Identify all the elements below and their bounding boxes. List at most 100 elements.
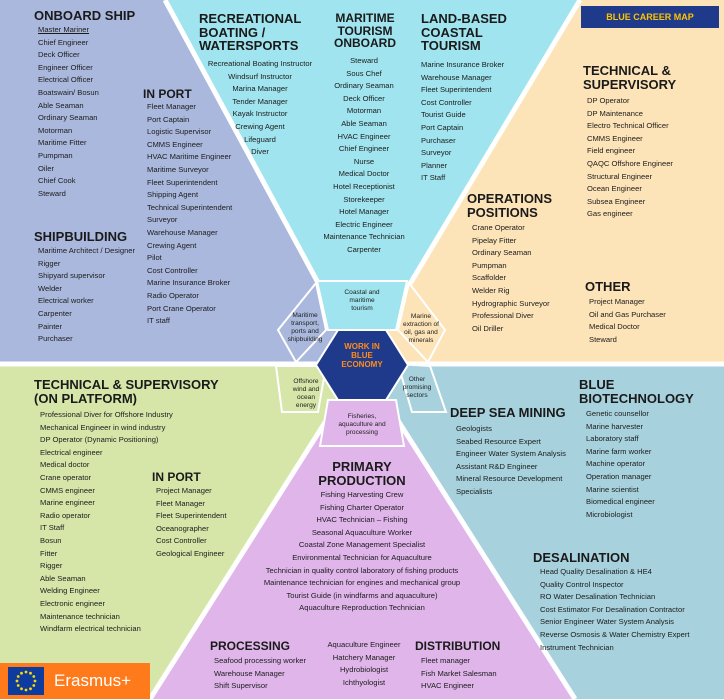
list-item: Hotel Manager [339,207,389,217]
inner-extraction [396,280,447,364]
list-item: Bosun [40,535,62,545]
list-item: Aquaculture Reproduction Technician [299,603,425,613]
list-item: Mechanical Engineer in wind industry [40,422,166,432]
list-item: Electrical worker [38,296,94,306]
list-item: Steward [589,334,617,344]
list-item: Welding Engineer [40,586,100,596]
list-item: Cost Controller [421,97,472,107]
map-title: BLUE CAREER MAP [606,12,694,22]
list-item: Able Seaman [341,118,387,128]
list-item: Fleet Superintendent [147,177,218,187]
list-item: Warehouse Manager [214,668,285,678]
heading-technical-platform: TECHNICAL & SUPERVISORY (ON PLATFORM) [34,377,219,406]
list-item: Subsea Engineer [587,196,646,206]
list-item: Ichthyologist [342,677,386,687]
list-item: Fleet Superintendent [421,85,492,95]
list-item: Pilot [147,253,162,263]
list-item: Instrument Technician [540,642,614,652]
list-item: HVAC Technician – Fishing [316,515,408,525]
list-item: Welder [38,283,62,293]
list-operations: Crane Operator Pipelay Fitter Ordinary S… [472,222,550,335]
list-item: Electro Technical Officer [587,121,669,131]
list-item: Pumpman [38,150,73,160]
list-item: Medical Doctor [589,322,640,332]
heading-recreational: RECREATIONAL BOATING / WATERSPORTS [199,11,302,54]
list-item: Surveyor [147,215,178,225]
list-item: Deck Officer [38,50,80,60]
list-item: Crane Operator [472,223,525,232]
heading-onboard-ship: ONBOARD SHIP [34,8,136,23]
list-item: Marina Manager [232,84,288,94]
list-item: Electrical engineer [40,447,103,457]
list-item: QAQC Offshore Engineer [587,158,673,168]
heading-distribution: DISTRIBUTION [415,639,501,653]
region-other-sectors [362,364,724,699]
erasmus-logo: Erasmus+ [0,663,150,699]
heading-other: OTHER [585,279,631,294]
list-item: Shipping Agent [147,190,199,200]
list-item: Diver [251,147,269,157]
list-item: Kayak Instructor [232,109,288,119]
erasmus-label: Erasmus+ [54,671,131,690]
list-item: Ordinary Seaman [38,113,98,123]
list-technical-supervisory: DP Operator DP Maintenance Electro Techn… [587,95,673,221]
list-item: Genetic counsellor [586,409,649,418]
list-item: Master Mariner [38,25,90,34]
inner-label-coastal: Coastal and maritime tourism [344,289,380,312]
list-item: Tourist Guide (in windfarms and aquacult… [286,590,438,600]
list-item: Aquaculture Engineer [327,640,401,649]
list-item: Carpenter [347,244,381,254]
list-deep-sea-mining: Geologists Seabed Resource Expert Engine… [456,423,566,499]
list-item: Logistic Supervisor [147,127,212,137]
list-item: Marine scientist [586,484,639,494]
list-item: Mineral Resource Development [456,474,563,484]
inner-other [396,362,448,413]
list-item: Seafood processing worker [214,656,307,665]
list-aquaculture: Aquaculture Engineer Hatchery Manager Hy… [318,639,410,689]
inner-label-fisheries: Fisheries, aquaculture and processing [338,413,386,436]
list-maritime-tourism: Steward Sous Chef Ordinary Seaman Deck O… [306,55,422,257]
list-item: Marine Insurance Broker [147,278,231,288]
list-item: Electrical Officer [38,75,94,85]
list-item: Gas engineer [587,209,633,219]
list-item: Maritime Architect / Designer [38,246,136,255]
list-item: Crane operator [40,472,92,482]
list-item: Project Manager [589,297,645,306]
list-item: Electronic engineer [40,598,106,608]
list-item: Fishing Harvesting Crew [320,490,404,499]
list-item: Oil and Gas Purchaser [589,309,666,319]
list-item: Hotel Receptionist [333,181,395,191]
list-item: Crewing Agent [147,240,197,250]
list-item: Port Captain [421,122,464,132]
list-item: Geologists [456,424,492,433]
inner-label-extraction: Marine extraction of oil, gas and minera… [403,313,439,344]
list-item: HVAC Maritime Engineer [147,152,232,162]
list-item: Nurse [353,156,375,166]
list-item: IT staff [147,316,170,326]
list-item: Motorman [38,125,73,135]
list-item: Boatswain/ Bosun [38,87,99,97]
list-item: Senior Engineer Water System Analysis [540,617,674,627]
center-label: WORK IN BLUE ECONOMY [341,342,383,369]
list-item: Microbiologist [586,509,633,519]
heading-processing: PROCESSING [210,639,291,653]
list-item: DP Operator (Dynamic Positioning) [40,435,159,445]
list-item: Purchaser [38,334,73,344]
list-item: Coastal Zone Management Specialist [298,540,426,550]
list-item: Chief Cook [38,176,76,186]
map-title-badge: BLUE CAREER MAP [581,6,719,28]
list-item: Hydrobiologist [339,665,389,675]
heading-shipbuilding: SHIPBUILDING [34,229,128,244]
list-item: Warehouse Manager [421,72,492,82]
heading-operations: OPERATIONS POSITIONS [467,191,552,220]
heading-land-tourism: LAND-BASED COASTAL TOURISM [421,11,507,54]
list-item: Able Seaman [38,100,84,110]
list-other: Project Manager Oil and Gas Purchaser Me… [589,296,666,346]
list-item: DP Maintenance [587,108,644,118]
list-distribution: Fleet manager Fish Market Salesman HVAC … [421,655,497,693]
eu-flag-icon [8,667,44,695]
region-coastal-tourism [165,0,580,364]
list-item: Marine farm worker [586,446,652,456]
inner-label-other: Other promising sectors [402,376,432,399]
list-item: Laboratory staff [586,434,639,444]
